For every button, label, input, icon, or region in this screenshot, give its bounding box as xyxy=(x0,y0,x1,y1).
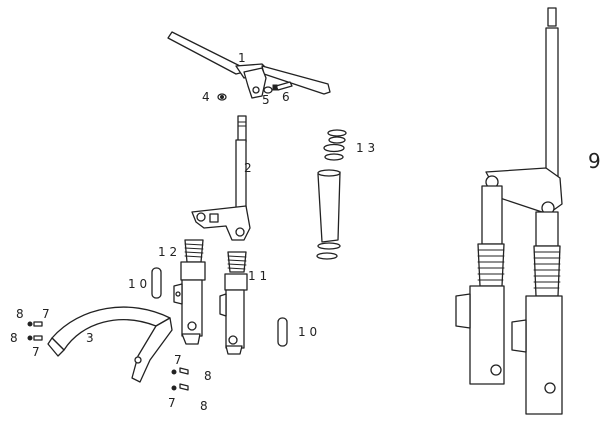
right-fork-leg xyxy=(219,251,248,355)
front-fender xyxy=(47,306,173,383)
left-fork-leg xyxy=(173,239,206,345)
label-part-7-c: 7 xyxy=(174,353,182,367)
label-part-11: 1 1 xyxy=(248,269,267,283)
label-part-6: 6 xyxy=(282,90,290,104)
label-part-5: 5 xyxy=(262,93,270,107)
label-part-3: 3 xyxy=(86,331,94,345)
bolt-set-bottom xyxy=(171,367,189,391)
label-part-7-d: 7 xyxy=(168,396,176,410)
washer-5 xyxy=(263,86,273,94)
label-part-13: 1 3 xyxy=(356,141,375,155)
label-part-12: 1 2 xyxy=(158,245,177,259)
bolt-set-left xyxy=(27,321,43,341)
label-part-8-a: 8 xyxy=(16,307,24,321)
label-part-4: 4 xyxy=(202,90,210,104)
steering-stem xyxy=(191,115,251,241)
label-part-2: 2 xyxy=(244,161,252,175)
nut-4 xyxy=(217,93,227,101)
bushing-left xyxy=(151,267,162,299)
label-part-8-d: 8 xyxy=(200,399,208,413)
bearing-set xyxy=(316,129,347,260)
bolt-6 xyxy=(272,81,293,91)
bushing-right xyxy=(277,317,288,347)
handlebar xyxy=(167,31,331,99)
label-part-8-c: 8 xyxy=(204,369,212,383)
label-part-10-a: 1 0 xyxy=(128,277,147,291)
label-part-7-b: 7 xyxy=(32,345,40,359)
label-part-7-a: 7 xyxy=(42,307,50,321)
label-part-8-b: 8 xyxy=(10,331,18,345)
label-part-9: 9 xyxy=(588,149,601,173)
label-part-10-b: 1 0 xyxy=(298,325,317,339)
assembled-fork xyxy=(455,7,563,415)
label-part-1: 1 xyxy=(238,51,246,65)
